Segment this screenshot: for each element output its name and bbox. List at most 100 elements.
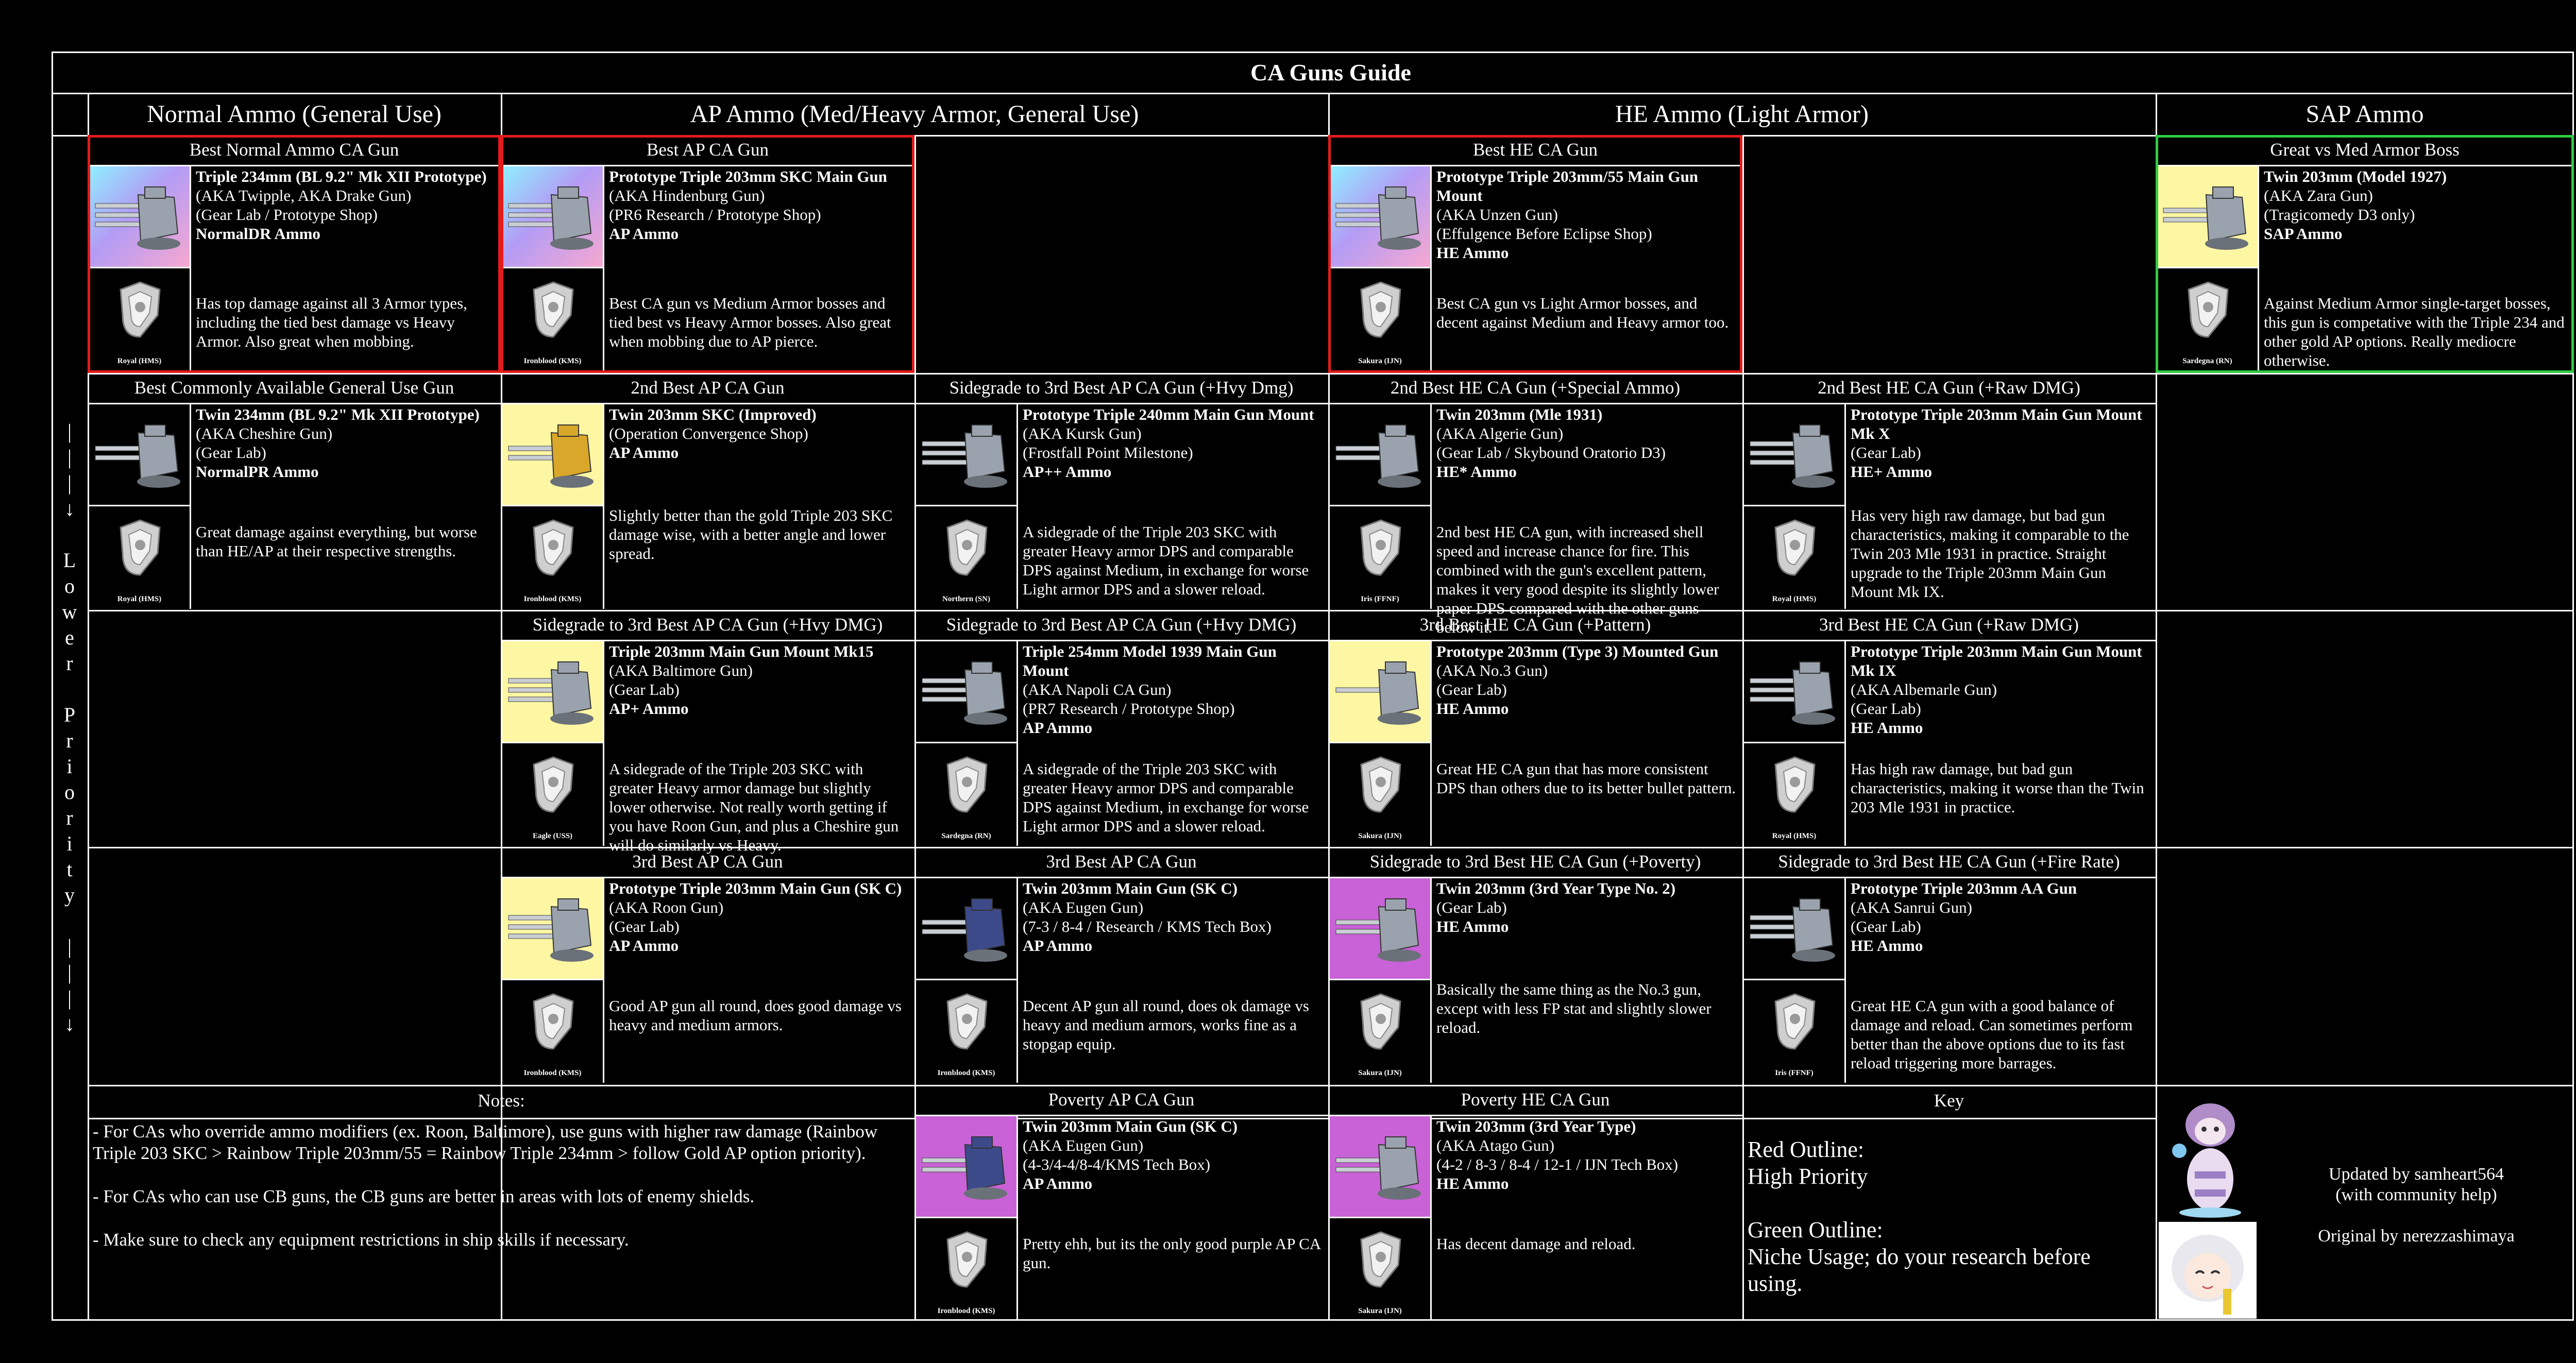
gun-icon xyxy=(1330,878,1432,980)
gun-name: Twin 203mm Main Gun (SK C) xyxy=(1023,879,1322,898)
faction-emblem-icon: Iris (FFNF) xyxy=(1744,980,1846,1083)
gun-name: Prototype 203mm (Type 3) Mounted Gun xyxy=(1436,642,1736,661)
sidebar-char: | xyxy=(67,445,72,470)
mascot-bottom xyxy=(2159,1222,2257,1319)
sidebar-char: i xyxy=(66,754,72,779)
faction-label: Iris (FFNF) xyxy=(1330,595,1430,604)
ammo-type: AP Ammo xyxy=(1023,1174,1322,1193)
key-green-title: Green Outline: xyxy=(1748,1217,2149,1243)
gun-info: Prototype Triple 203mm Main Gun Mount Mk… xyxy=(1851,642,2149,737)
ammo-type: AP++ Ammo xyxy=(1023,462,1322,481)
gun-icon xyxy=(916,404,1018,506)
credit-original: Original by nerezzashimaya xyxy=(2262,1226,2571,1247)
red-outline xyxy=(1328,135,1742,373)
gun-source: (AKA Eugen Gun) xyxy=(1023,898,1322,917)
gun-source: (Gear Lab) xyxy=(1851,443,2149,462)
gun-card: Sidegrade to 3rd Best HE CA Gun (+Fire R… xyxy=(1742,847,2156,1085)
ammo-type: HE Ammo xyxy=(1436,699,1736,718)
sidebar-char: r xyxy=(66,651,73,676)
faction-label: Royal (HMS) xyxy=(1744,595,1844,604)
gun-source: (Gear Lab) xyxy=(1436,680,1736,699)
faction-emblem-icon: Sakura (IJN) xyxy=(1330,980,1432,1083)
gun-icon xyxy=(916,1116,1018,1218)
gun-description: Has decent damage and reload. xyxy=(1436,1234,1736,1253)
sidebar-char: | xyxy=(67,960,72,985)
faction-emblem-icon: Sardegna (RN) xyxy=(916,743,1018,846)
gun-card: 2nd Best AP CA Gun Ironblood (KMS) Twin … xyxy=(501,373,914,610)
ammo-type: HE Ammo xyxy=(1851,718,2149,737)
card-header: Poverty HE CA Gun xyxy=(1328,1085,1742,1115)
faction-emblem-icon: Eagle (USS) xyxy=(502,743,604,846)
faction-label: Sakura (IJN) xyxy=(1330,1307,1430,1316)
colsep-3 xyxy=(2156,93,2157,135)
key-header: Key xyxy=(1742,1087,2156,1115)
card-header: 3rd Best HE CA Gun (+Pattern) xyxy=(1328,610,1742,640)
key-green-desc: Niche Usage; do your research before usi… xyxy=(1748,1243,2149,1297)
sidebar-char: | xyxy=(67,419,72,445)
gun-info: Prototype Triple 203mm AA Gun (AKA Sanru… xyxy=(1851,879,2149,955)
gun-icon xyxy=(1744,641,1846,743)
gun-source: (Frostfall Point Milestone) xyxy=(1023,443,1322,462)
faction-label: Royal (HMS) xyxy=(89,595,190,604)
gun-source: (7-3 / 8-4 / Research / KMS Tech Box) xyxy=(1023,917,1322,936)
faction-label: Ironblood (KMS) xyxy=(502,1069,603,1078)
red-outline xyxy=(88,135,501,373)
sidebar-char: ↓ xyxy=(64,1011,75,1037)
card-header: Best Commonly Available General Use Gun xyxy=(88,373,501,403)
gun-card: 2nd Best HE CA Gun (+Special Ammo) Iris … xyxy=(1328,373,1742,610)
gun-info: Prototype Triple 203mm Main Gun (SK C) (… xyxy=(609,879,908,955)
gun-icon xyxy=(89,404,191,506)
gun-source: (AKA Cheshire Gun) xyxy=(196,424,495,443)
gun-source: (AKA Eugen Gun) xyxy=(1023,1136,1322,1155)
gun-name: Prototype Triple 203mm Main Gun Mount Mk… xyxy=(1851,405,2149,443)
gun-source: (Gear Lab) xyxy=(1851,917,2149,936)
gun-card: 2nd Best HE CA Gun (+Raw DMG) Royal (HMS… xyxy=(1742,373,2156,610)
gun-source: (AKA Kursk Gun) xyxy=(1023,424,1322,443)
gun-card: Sidegrade to 3rd Best HE CA Gun (+Povert… xyxy=(1328,847,1742,1085)
gun-icon xyxy=(1330,641,1432,743)
gun-name: Twin 203mm (3rd Year Type No. 2) xyxy=(1436,879,1736,898)
gun-icon xyxy=(502,404,604,506)
gun-name: Prototype Triple 203mm Main Gun Mount Mk… xyxy=(1851,642,2149,680)
page-title: CA Guns Guide xyxy=(88,52,2574,93)
gun-name: Triple 254mm Model 1939 Main Gun Mount xyxy=(1023,642,1322,680)
gun-card: 3rd Best HE CA Gun (+Pattern) Sakura (IJ… xyxy=(1328,610,1742,847)
note-3: - Make sure to check any equipment restr… xyxy=(93,1229,907,1251)
sidebar-char: ↓ xyxy=(64,496,75,522)
card-header: 3rd Best AP CA Gun xyxy=(914,847,1328,877)
gun-card: Sidegrade to 3rd Best AP CA Gun (+Hvy DM… xyxy=(501,610,914,847)
key-red-desc: High Priority xyxy=(1748,1163,2149,1190)
gun-source: (Gear Lab) xyxy=(1436,898,1736,917)
gun-name: Twin 234mm (BL 9.2" Mk XII Prototype) xyxy=(196,405,495,424)
gun-description: Great HE CA gun with a good balance of d… xyxy=(1851,996,2149,1072)
gun-source: (Gear Lab) xyxy=(609,917,908,936)
gun-card: Best Commonly Available General Use Gun … xyxy=(88,373,501,610)
faction-emblem-icon: Sakura (IJN) xyxy=(1330,1218,1432,1321)
sidebar-char: L xyxy=(63,548,76,573)
colsep-1 xyxy=(501,93,502,135)
ammo-type: AP Ammo xyxy=(609,936,908,955)
sidebar-char: | xyxy=(67,985,72,1011)
faction-emblem-icon: Ironblood (KMS) xyxy=(502,980,604,1083)
gun-description: A sidegrade of the Triple 203 SKC with g… xyxy=(1023,522,1322,599)
gun-description: Great damage against everything, but wor… xyxy=(196,522,495,560)
gun-icon xyxy=(916,878,1018,980)
credit-updated: Updated by samheart564 xyxy=(2262,1164,2571,1185)
ammo-type: HE+ Ammo xyxy=(1851,462,2149,481)
faction-label: Northern (SN) xyxy=(916,595,1016,604)
sidebar-char: t xyxy=(66,857,72,882)
credit-help: (with community help) xyxy=(2262,1185,2571,1205)
gun-icon xyxy=(1330,1116,1432,1218)
col-normal: Normal Ammo (General Use) xyxy=(88,93,501,135)
sidebar-char: P xyxy=(64,702,75,728)
gun-source: (Operation Convergence Shop) xyxy=(609,424,908,443)
faction-emblem-icon: Iris (FFNF) xyxy=(1330,506,1432,609)
gun-name: Triple 203mm Main Gun Mount Mk15 xyxy=(609,642,908,661)
lower-priority-sidebar: |||↓LowerPriority|||↓ xyxy=(52,135,88,1321)
ammo-type: HE Ammo xyxy=(1851,936,2149,955)
col-he: HE Ammo (Light Armor) xyxy=(1328,93,2156,135)
ammo-type: AP Ammo xyxy=(1023,718,1322,737)
ammo-type: AP+ Ammo xyxy=(609,699,908,718)
card-header: Sidegrade to 3rd Best HE CA Gun (+Fire R… xyxy=(1742,847,2156,877)
sidebar-char: o xyxy=(64,779,75,805)
